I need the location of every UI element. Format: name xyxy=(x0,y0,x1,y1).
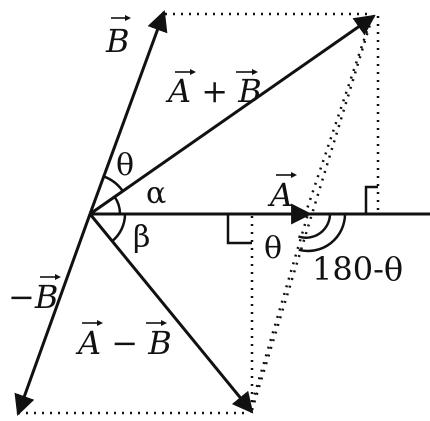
label-vector-a-plus-b: A + B xyxy=(165,72,262,110)
label-vector-a: A xyxy=(267,176,293,214)
label-angle-beta: β xyxy=(133,220,150,255)
right-angle-marker-upper xyxy=(364,185,378,214)
label-angle-supplement: 180-θ xyxy=(312,250,403,288)
label-angle-theta-lower: θ xyxy=(264,231,282,266)
beta-angle-arc xyxy=(111,213,127,243)
vector-minus-b-arrow xyxy=(14,213,92,416)
vector-a-plus-b-arrow xyxy=(89,14,376,216)
vector-a-minus-b-arrow xyxy=(88,213,254,414)
theta-angle-arc xyxy=(103,175,124,192)
supplement-angle-arc xyxy=(298,213,347,253)
alpha-angle-arc xyxy=(113,196,122,215)
label-vector-a-minus-b: A − B xyxy=(75,324,172,362)
construction-lines xyxy=(18,12,380,415)
label-vector-minus-b: −B xyxy=(8,278,58,316)
theta-lower-angle-arc xyxy=(298,213,332,239)
label-angle-theta-upper: θ xyxy=(116,148,134,183)
vector-b-arrow xyxy=(88,10,168,215)
dotted-parallelogram-side-upper xyxy=(304,15,374,213)
label-angle-alpha: α xyxy=(146,176,166,211)
right-angle-marker-lower xyxy=(226,214,252,245)
label-vector-b: B xyxy=(105,22,130,60)
